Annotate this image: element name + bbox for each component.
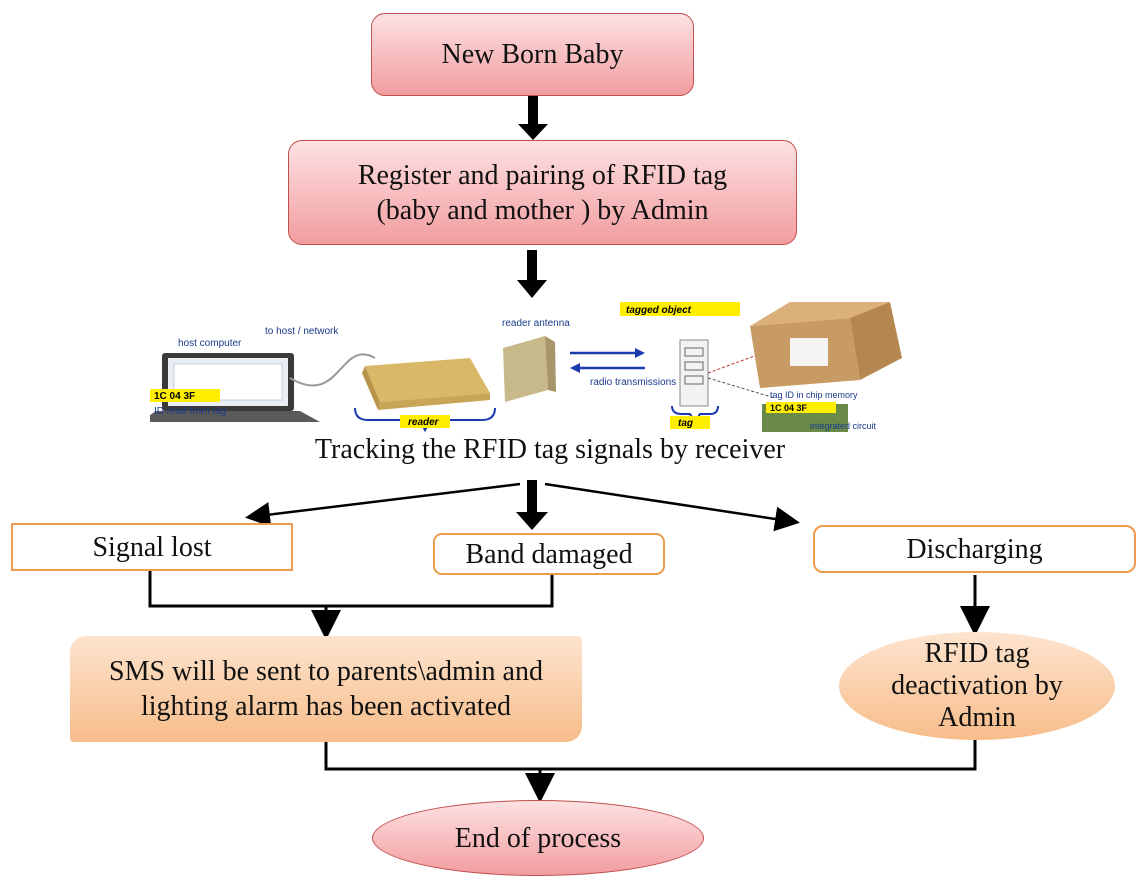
register-node-label: Register and pairing of RFID tag (baby a…: [357, 159, 728, 226]
box-image: [750, 302, 902, 388]
svg-text:1C 04 3F: 1C 04 3F: [770, 403, 808, 413]
sms-alarm-node: SMS will be sent to parents\admin and li…: [70, 636, 582, 742]
end-node: End of process: [372, 800, 704, 876]
integrated-circuit-label: integrated circuit: [810, 421, 877, 431]
tag-id-chip-label: tag ID in chip memory: [770, 390, 858, 400]
thick-arrow-1: [518, 96, 548, 140]
discharging-label: Discharging: [906, 533, 1043, 565]
tracking-label-text: Tracking the RFID tag signals by receive…: [314, 434, 786, 465]
deactivation-node: RFID tag deactivation by Admin: [839, 632, 1115, 740]
arrow-to-discharging: [544, 482, 800, 532]
thick-arrow-2: [517, 250, 547, 298]
deactivation-label: RFID tag deactivation by Admin: [891, 637, 1063, 734]
rfid-system-illustration: host computer 1C 04 3F ID read from tag …: [150, 302, 902, 433]
arrow-to-signal-lost: [245, 482, 521, 527]
end-node-label: End of process: [454, 822, 622, 854]
start-node-label: New Born Baby: [441, 39, 624, 70]
signal-lost-label: Signal lost: [92, 531, 212, 563]
discharging-node: Discharging: [813, 525, 1136, 573]
reader-image: [362, 358, 490, 410]
signal-lost-node: Signal lost: [11, 523, 293, 571]
start-node: New Born Baby: [371, 13, 694, 96]
tag-label: tag: [678, 418, 693, 429]
id-read-label: ID read from tag: [154, 406, 226, 417]
merge-line-left: [148, 570, 554, 608]
host-computer-label: host computer: [178, 338, 242, 349]
reader-antenna-label: reader antenna: [502, 318, 570, 329]
sms-alarm-label: SMS will be sent to parents\admin and li…: [109, 656, 543, 722]
thick-arrow-3: [516, 480, 548, 530]
tracking-label: Tracking the RFID tag signals by receive…: [200, 432, 900, 467]
to-host-label: to host / network: [265, 326, 339, 337]
register-node: Register and pairing of RFID tag (baby a…: [288, 140, 797, 245]
tagged-object-label: tagged object: [626, 305, 692, 316]
merge-line-bottom: [324, 740, 977, 771]
id-value-label: 1C 04 3F: [154, 391, 195, 402]
reader-label: reader: [408, 417, 440, 428]
band-damaged-label: Band damaged: [465, 538, 633, 570]
band-damaged-node: Band damaged: [433, 533, 665, 575]
antenna-image: [503, 336, 556, 402]
radio-label: radio transmissions: [590, 377, 676, 388]
